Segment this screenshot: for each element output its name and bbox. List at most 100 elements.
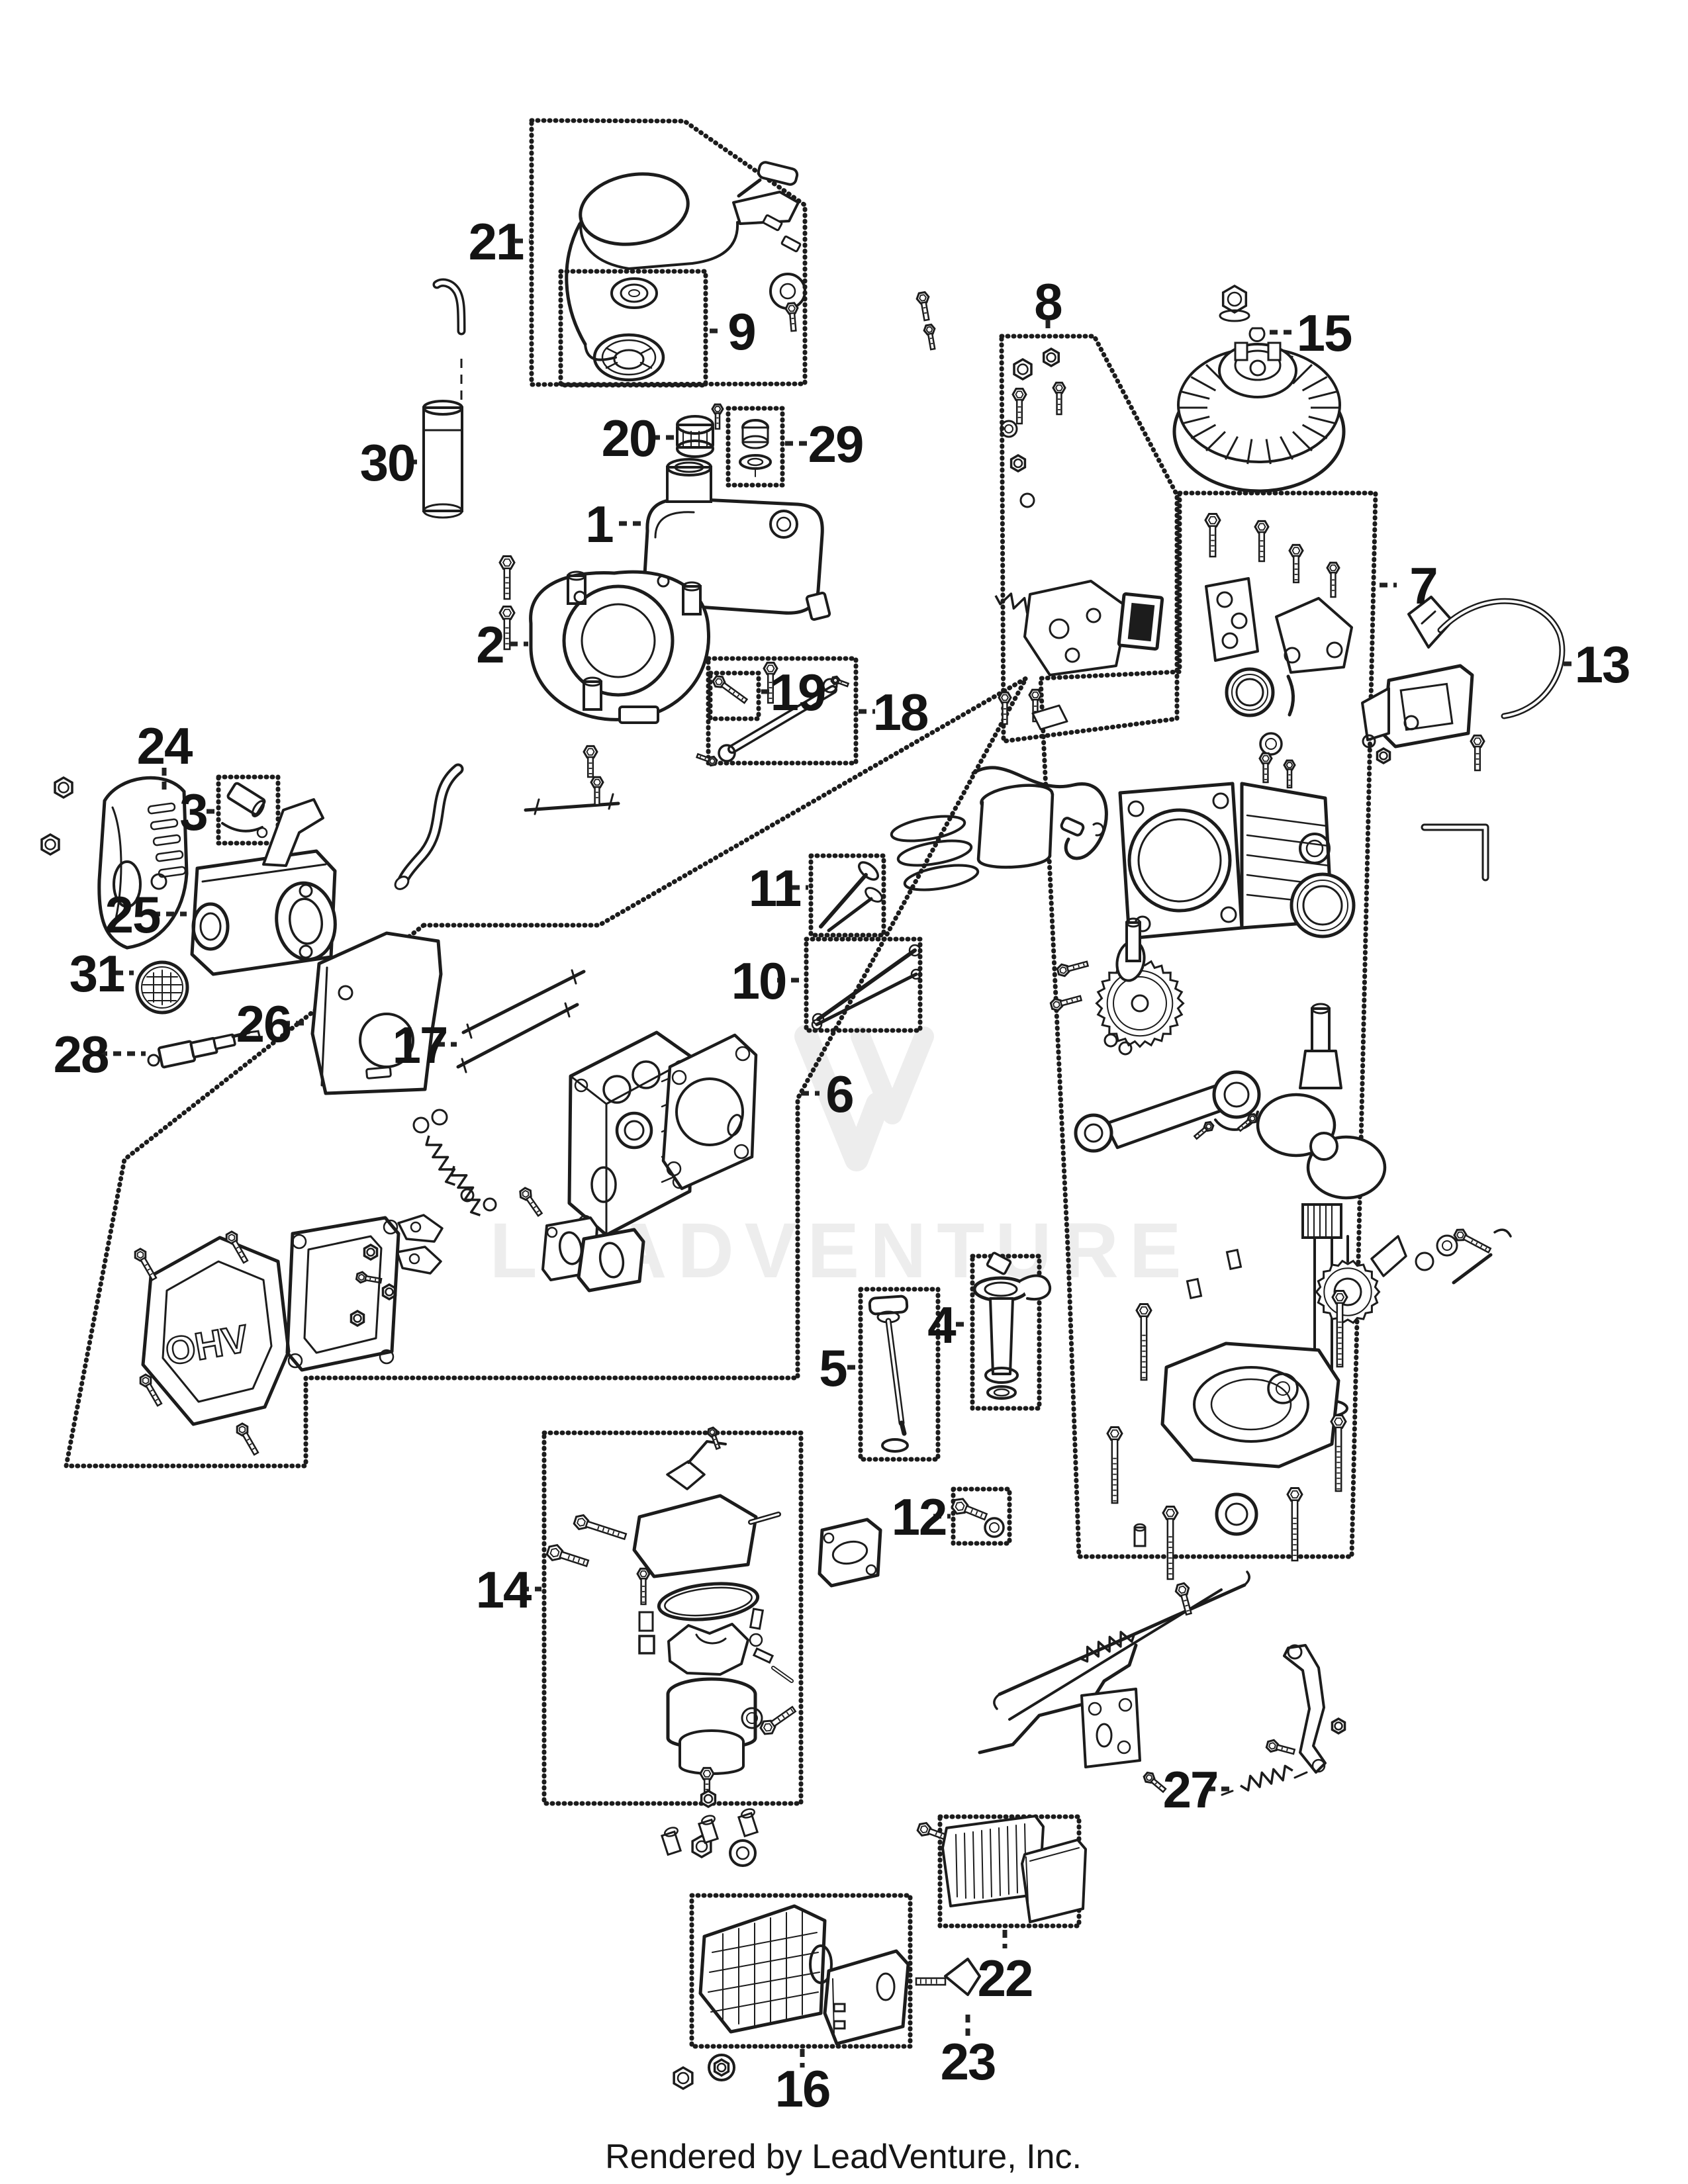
- box-12-drain-bolt: [951, 1486, 1012, 1546]
- callout-number-6: 6: [825, 1065, 853, 1123]
- callout-number-13: 13: [1575, 635, 1630, 694]
- box-16-air-filter-housing: [689, 1893, 913, 2049]
- callout-number-5: 5: [819, 1339, 847, 1397]
- oil-seal: [1215, 1492, 1258, 1536]
- callout-number-12: 12: [892, 1488, 947, 1546]
- callout-number-18: 18: [873, 683, 928, 741]
- wing-screw: [915, 1958, 981, 1996]
- callout-number-21: 21: [469, 212, 524, 271]
- air-filter-element: [941, 1815, 1087, 1923]
- callout-number-10: 10: [731, 952, 786, 1010]
- shield-nuts: [40, 776, 73, 856]
- callout-number-19: 19: [771, 663, 825, 721]
- callout-19: 19: [761, 663, 826, 721]
- flywheel-brake-kit: [994, 347, 1164, 731]
- misc-fasteners: [583, 291, 936, 806]
- callout-number-31: 31: [70, 944, 124, 1003]
- callout-number-28: 28: [54, 1025, 109, 1083]
- callout-24: 24: [137, 717, 194, 794]
- callout-10: 10: [731, 952, 804, 1010]
- callout-number-3: 3: [179, 783, 207, 841]
- footer-text: Rendered by LeadVenture, Inc.: [605, 2138, 1082, 2176]
- callout-7: 7: [1380, 557, 1438, 615]
- callout-17: 17: [393, 1016, 457, 1074]
- flywheel-nut: [1219, 284, 1250, 322]
- valve-springs: [412, 1109, 497, 1216]
- callout-number-2: 2: [476, 615, 503, 674]
- watermark-logo-icon: [794, 1024, 934, 1171]
- air-filter-cover: [823, 1949, 910, 2046]
- muffler-bolt-kit: [221, 782, 268, 839]
- callout-number-4: 4: [927, 1296, 956, 1354]
- head-gasket: [661, 1033, 758, 1191]
- callout-11: 11: [749, 859, 808, 917]
- fuel-cap: [676, 415, 714, 458]
- callout-number-26: 26: [236, 995, 291, 1053]
- box-11-valves: [808, 853, 886, 938]
- callout-28: 28: [54, 1025, 146, 1083]
- valves: [819, 861, 883, 933]
- callout-number-23: 23: [941, 2032, 996, 2091]
- flywheel: [1172, 341, 1346, 493]
- callout-number-25: 25: [105, 886, 160, 944]
- callout-number-16: 16: [775, 2060, 830, 2118]
- callout-25: 25: [105, 886, 187, 944]
- box-21-recoil-starter: [529, 118, 808, 387]
- spark-plug: [147, 1030, 261, 1069]
- callout-number-11: 11: [749, 859, 801, 917]
- callout-22: 22: [978, 1930, 1033, 2007]
- callout-20: 20: [602, 409, 674, 467]
- callout-15: 15: [1270, 304, 1353, 362]
- carburetor: [545, 1426, 797, 1809]
- box-9-starter-pulley: [558, 269, 708, 388]
- air-filter-base: [698, 1904, 833, 2034]
- callout-number-20: 20: [602, 409, 657, 467]
- box-7-crankcase-assembly: [1038, 490, 1378, 1559]
- fuel-filter-canister: [422, 278, 466, 519]
- connecting-rod: [1074, 1070, 1261, 1153]
- blower-housing: [529, 570, 711, 724]
- dipstick: [868, 1295, 909, 1453]
- piston-and-rings: [890, 784, 1104, 891]
- box-6-cylinder-head: [64, 676, 1029, 1469]
- callout-number-15: 15: [1297, 304, 1352, 362]
- callout-number-24: 24: [137, 717, 193, 775]
- callout-number-29: 29: [808, 415, 863, 473]
- exhaust-baffle: [310, 931, 443, 1095]
- box-3-muffler-bolt-kit: [216, 774, 281, 846]
- stop-switch-wire: [971, 766, 1108, 860]
- callout-number-9: 9: [727, 302, 755, 361]
- part-illustrations: OHV: [40, 161, 1566, 2091]
- box-14-carburetor: [541, 1430, 804, 1806]
- spark-plug-wire: [1362, 596, 1566, 772]
- box-4-oil-fill-tube: [970, 1253, 1042, 1411]
- heat-shield: [97, 776, 189, 950]
- callout-6: 6: [801, 1065, 855, 1123]
- box-8-flywheel-brake: [999, 334, 1180, 744]
- callout-number-7: 7: [1409, 557, 1436, 615]
- callout-18: 18: [859, 683, 929, 741]
- tube-kit: [695, 675, 850, 767]
- callout-30: 30: [360, 433, 424, 492]
- callout-31: 31: [70, 944, 134, 1003]
- callout-number-17: 17: [393, 1016, 447, 1074]
- filter-nuts: [673, 2054, 735, 2091]
- oil-fill-tube: [972, 1251, 1052, 1400]
- callout-8: 8: [1034, 273, 1063, 334]
- box-10-push-rods: [804, 936, 923, 1033]
- callout-26: 26: [236, 995, 308, 1053]
- callout-21: 21: [469, 212, 530, 271]
- box-19-pin: [708, 670, 761, 721]
- tank-cap-kit: [739, 419, 772, 477]
- callout-number-14: 14: [476, 1561, 532, 1619]
- push-rods: [811, 944, 922, 1030]
- drain-bolt-kit: [951, 1498, 1005, 1538]
- hex-wrench: [1421, 823, 1489, 882]
- callout-13: 13: [1564, 635, 1630, 694]
- governor-gear: [1315, 1228, 1512, 1324]
- spark-arrestor-screen: [135, 960, 189, 1015]
- callout-9: 9: [710, 302, 757, 361]
